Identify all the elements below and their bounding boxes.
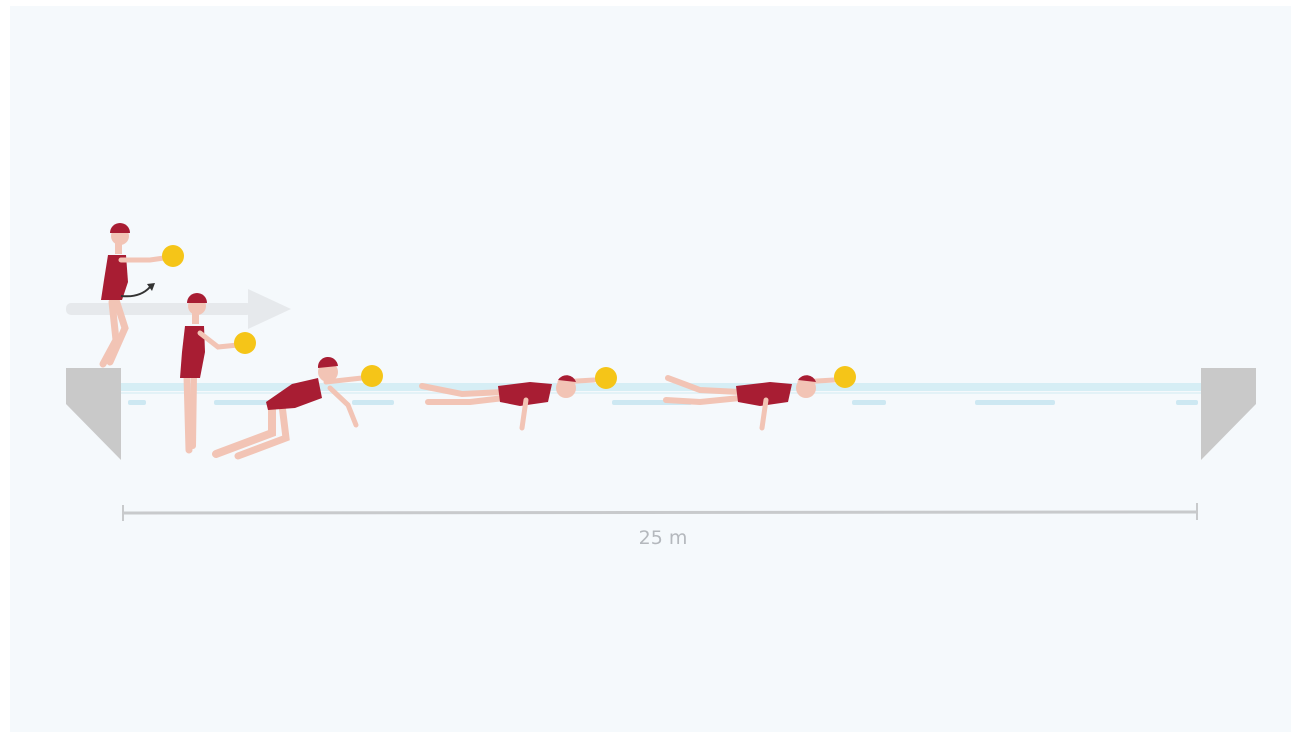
pool-wall-right — [1201, 368, 1256, 460]
distance-measure — [122, 503, 1198, 521]
swimmer-gliding-1 — [419, 367, 617, 431]
ball-icon — [361, 365, 383, 387]
direction-arrow — [66, 289, 291, 329]
swimmer-kneeling — [212, 356, 383, 460]
ball-icon — [595, 367, 617, 389]
swimmer-gliding-2 — [663, 366, 856, 431]
diagram-panel — [10, 6, 1291, 732]
ball-icon — [834, 366, 856, 388]
rotation-arrow-icon — [120, 286, 151, 298]
distance-label: 25 m — [638, 527, 688, 549]
pool-wall-left — [66, 368, 121, 460]
ball-icon — [162, 245, 184, 267]
ball-icon — [234, 332, 256, 354]
swimmer-jumping — [180, 293, 256, 454]
swimmer-standing — [99, 223, 184, 368]
